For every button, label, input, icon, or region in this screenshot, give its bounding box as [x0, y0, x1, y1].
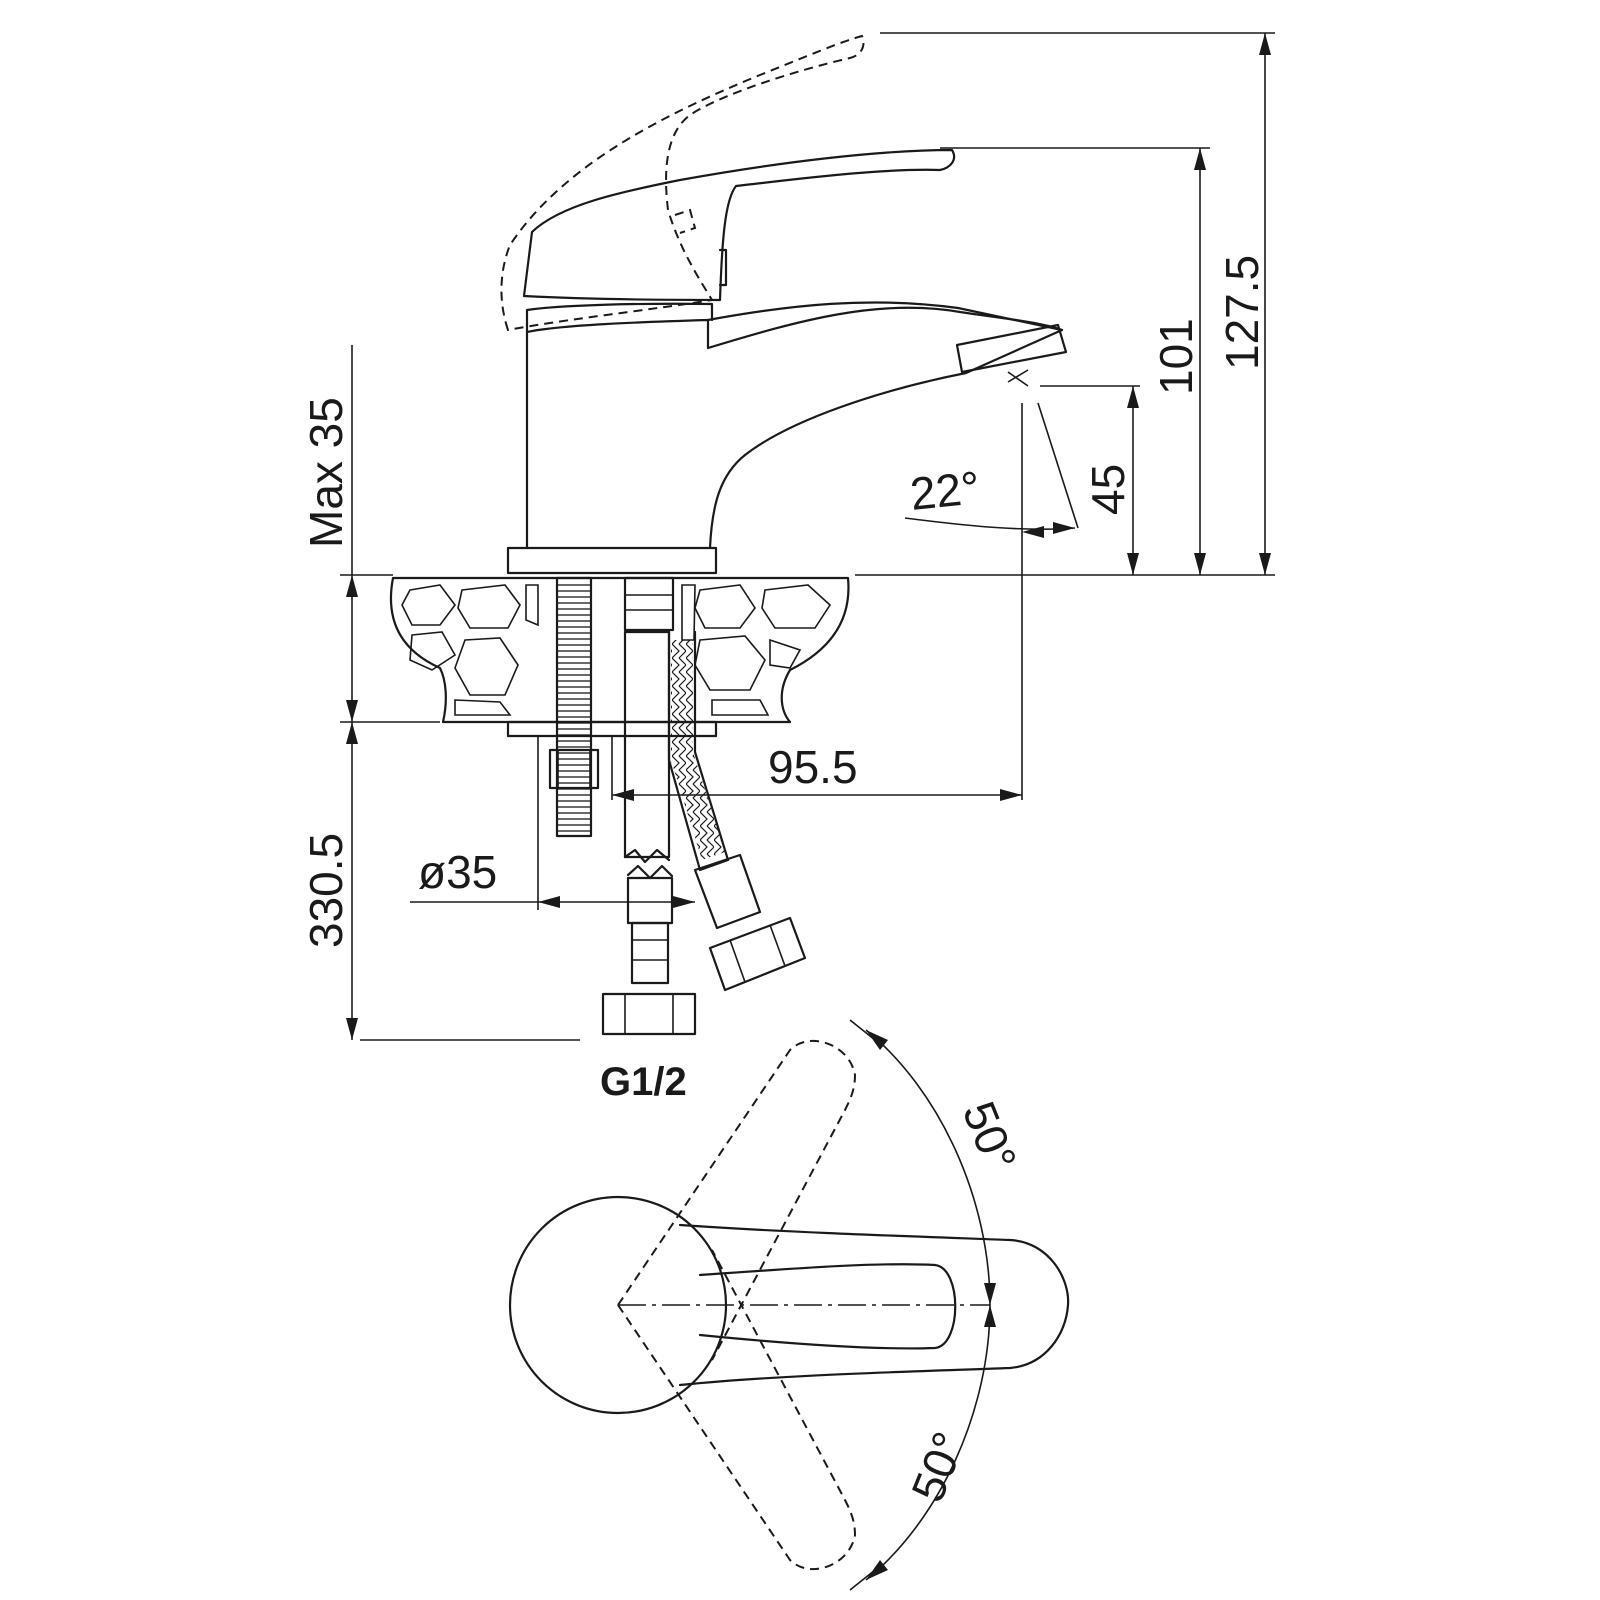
hose-bent-braid [671, 640, 725, 860]
dim-angle-arrows [1022, 522, 1075, 538]
raised-lever-notch [674, 208, 697, 234]
label-spout-reach: 95.5 [768, 741, 858, 793]
supply-hoses [601, 576, 807, 1036]
dimension-lines [340, 32, 1275, 1041]
hose-bent-nut [708, 916, 807, 992]
countertop-outline [389, 576, 850, 724]
hose-break-upper [623, 848, 671, 864]
faucet-side-view [500, 34, 1068, 575]
lever-handle [522, 148, 956, 302]
faucet-base-plate [506, 546, 718, 575]
lever-handle-raised [500, 34, 865, 332]
hose-straight-lower [626, 876, 674, 925]
hose-bent-fitting [693, 853, 762, 930]
hose-top-fitting-rings [625, 594, 673, 611]
nut-faces [557, 750, 591, 788]
label-aerator-height: 45 [1082, 464, 1134, 515]
hose-straight-fitting-rings [632, 939, 668, 961]
top-view-lever [678, 1223, 1070, 1387]
top-view-lever-rotated-down [617, 1249, 857, 1570]
hose-bent-nut-faces [729, 924, 786, 983]
hose-top-fitting [623, 576, 675, 632]
lever-collar [525, 302, 714, 334]
spout-upper-edge [706, 301, 1064, 332]
label-spout-angle: 22° [908, 461, 983, 520]
hose-straight-nut-faces [624, 994, 674, 1034]
top-view-angle-arc-down [865, 1304, 991, 1581]
aerator-cross [1007, 369, 1029, 387]
stone-pattern [401, 584, 832, 716]
label-lever-angle-top: 50° [953, 1094, 1027, 1178]
hose-break-lower [626, 864, 674, 880]
threaded-stud [555, 576, 593, 838]
lever-hinge [718, 248, 728, 287]
ext-line-angle-down [849, 1569, 876, 1591]
hose-bent-outline [667, 630, 730, 872]
top-view-lever-slot [698, 1263, 957, 1350]
stud-nut [548, 748, 600, 790]
label-spout-height: 101 [1150, 318, 1202, 395]
faucet-body [525, 306, 1064, 550]
faucet-top-view: 50° 50° [508, 1019, 1070, 1591]
dimension-labels: 127.5 101 45 Max 35 330.5 95.5 ø35 22° G… [300, 255, 1268, 1104]
ext-line-angle-up [849, 1019, 876, 1041]
top-view-angle-arc-up [865, 1029, 991, 1306]
hose-straight-upper [623, 630, 671, 859]
label-hole-diameter: ø35 [418, 846, 497, 898]
dim-aerator-arrows [1127, 386, 1139, 575]
hose-straight-nut [601, 992, 697, 1036]
aerator [955, 323, 1068, 374]
label-max-thickness: Max 35 [300, 397, 352, 548]
stud-thread [558, 580, 590, 834]
hose-straight-fitting [630, 921, 670, 985]
label-hose-length: 330.5 [300, 833, 352, 948]
label-total-height: 127.5 [1216, 255, 1268, 370]
countertop-section [389, 576, 850, 738]
label-connection-thread: G1/2 [600, 1060, 687, 1104]
mounting-stud [548, 576, 600, 838]
dim-spout-angle-arc [904, 517, 1076, 530]
top-view-lever-rotated-up [617, 1040, 857, 1361]
angle-ray-spout [1037, 402, 1079, 529]
